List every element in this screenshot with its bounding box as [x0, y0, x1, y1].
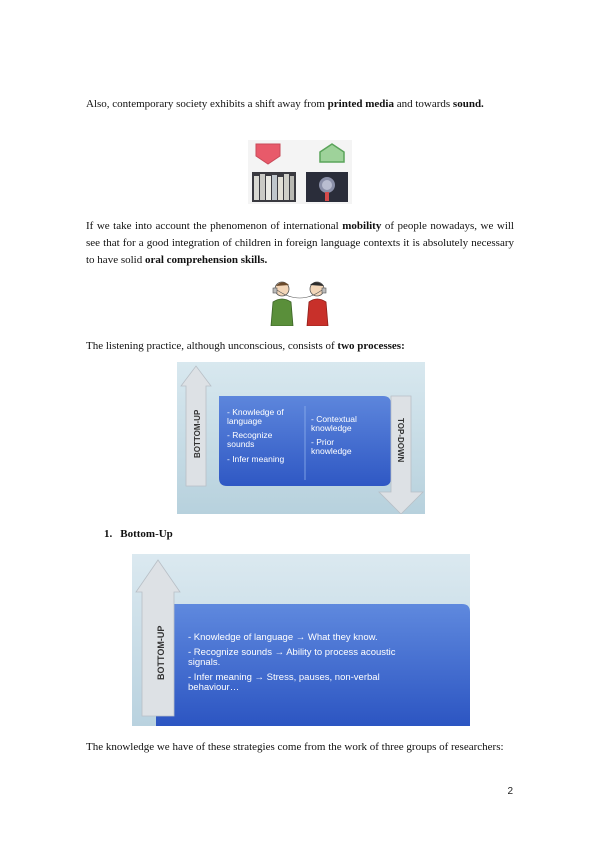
detail-line-5: behaviour… [188, 682, 239, 693]
right-line-1: - Contextual [311, 414, 357, 424]
person-red [306, 281, 329, 326]
detail-line-1: - Knowledge of language → What they know… [188, 632, 378, 643]
page-number: 2 [507, 786, 513, 797]
processes-diagram: BOTTOM-UP TOP-DOWN - Knowledge of langua… [177, 362, 425, 514]
person-green [270, 281, 294, 326]
right-line-2: knowledge [311, 423, 352, 433]
paragraph-two-processes: The listening practice, although unconsc… [86, 340, 405, 352]
left-line-3: - Recognize [227, 430, 273, 440]
newspapers-photo [252, 172, 296, 202]
red-arrow-down-icon [255, 143, 281, 165]
bottom-up-label: BOTTOM-UP [193, 409, 202, 458]
microphone-photo [306, 172, 348, 202]
left-line-2: language [227, 416, 262, 426]
top-down-label: TOP-DOWN [396, 418, 405, 463]
detail-line-4: - Infer meaning → Stress, pauses, non-ve… [188, 672, 380, 683]
detail-line-2: - Recognize sounds → Ability to process … [188, 647, 396, 658]
section-heading-bottom-up: 1.Bottom-Up [104, 528, 173, 540]
right-line-3: - Prior [311, 437, 334, 447]
detail-line-3: signals. [188, 657, 220, 668]
top-down-arrow: TOP-DOWN [378, 395, 424, 514]
left-line-1: - Knowledge of [227, 407, 284, 417]
content-box [156, 604, 470, 726]
string-line [276, 289, 323, 299]
left-line-5: - Infer meaning [227, 454, 284, 464]
paragraph-media-shift: Also, contemporary society exhibits a sh… [86, 98, 484, 110]
tin-can-phone-image [262, 276, 338, 326]
left-line-4: sounds [227, 439, 254, 449]
bottom-up-diagram: BOTTOM-UP - Knowledge of language → What… [132, 554, 470, 726]
bottom-up-label: BOTTOM-UP [156, 626, 166, 680]
right-line-4: knowledge [311, 446, 352, 456]
bottom-up-arrow: BOTTOM-UP [180, 365, 212, 487]
paragraph-mobility: If we take into account the phenomenon o… [86, 220, 514, 266]
media-shift-image [248, 140, 352, 204]
green-arrow-up-icon [319, 143, 345, 163]
paragraph-researchers: The knowledge we have of these strategie… [86, 741, 504, 753]
bottom-up-arrow: BOTTOM-UP [135, 559, 181, 717]
